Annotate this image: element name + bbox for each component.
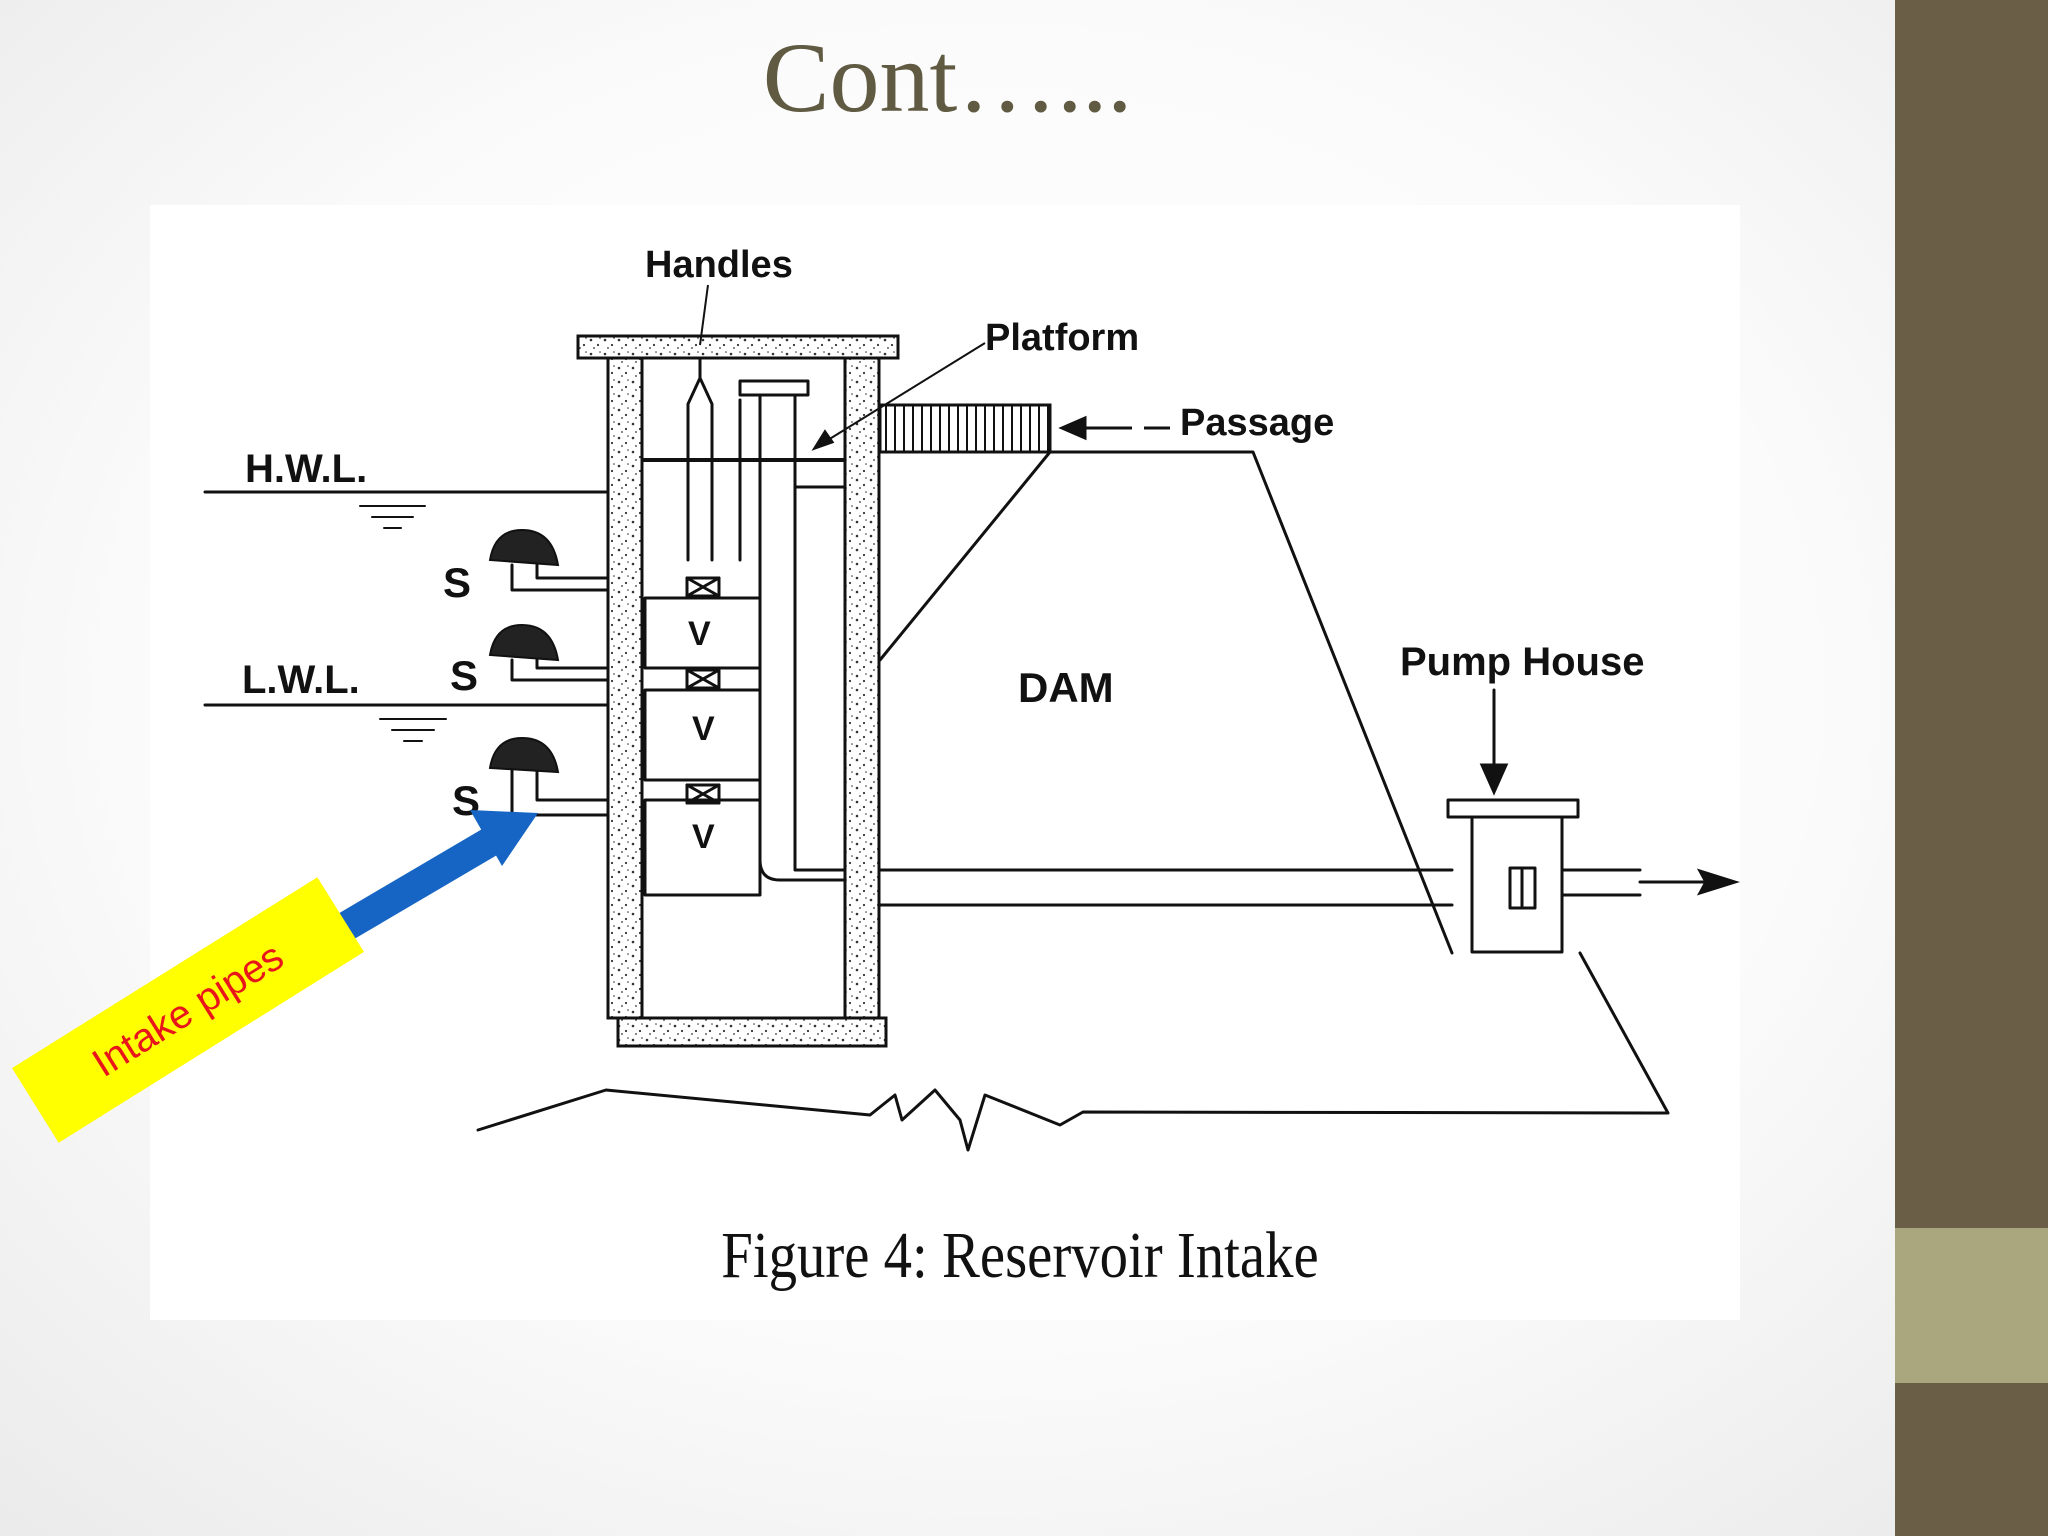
dam-upstream-face (878, 450, 1052, 662)
label-valve-3: V (692, 818, 715, 856)
strainer-dome-2 (488, 623, 560, 662)
figure-panel (150, 205, 1740, 1320)
label-handles: Handles (645, 244, 793, 286)
tower-left-wall (606, 356, 644, 1020)
tower-right-wall (843, 356, 881, 1020)
passage-arrowhead (1058, 415, 1087, 441)
label-strainer-1: S (443, 559, 471, 606)
valve-symbol-1 (685, 576, 721, 598)
tower-base-slab (616, 1016, 888, 1048)
label-valve-1: V (688, 615, 711, 653)
decor-band-middle (1895, 1228, 2048, 1383)
valve-chamber-3 (643, 798, 762, 897)
valve-symbol-3 (685, 783, 721, 805)
strainer-dome-1 (488, 528, 560, 567)
label-lwl: L.W.L. (242, 658, 360, 702)
label-passage: Passage (1180, 402, 1334, 444)
valve-chamber-2 (643, 688, 762, 782)
dam-body (1048, 450, 1454, 955)
passage-bridge (878, 403, 1052, 454)
handle-rods (686, 376, 742, 562)
figure-caption: Figure 4: Reservoir Intake (721, 1219, 1319, 1292)
riser-pipe (758, 393, 850, 882)
label-strainer-2: S (450, 652, 478, 699)
intake-pipe-bottom (510, 768, 610, 817)
intake-pipe-middle (510, 658, 610, 682)
strainer-dome-3 (488, 736, 560, 774)
label-dam: DAM (1018, 664, 1114, 711)
tower-top-slab (576, 334, 900, 360)
ground-line (476, 951, 1670, 1152)
slide-title: Cont…... (762, 22, 1133, 133)
label-hwl: H.W.L. (245, 447, 367, 491)
callout-arrow-shaft (332, 817, 518, 943)
decor-band-bottom (1895, 1383, 2048, 1536)
valve-symbol-2 (685, 668, 721, 690)
callout-box: Intake pipes (12, 877, 364, 1143)
label-platform: Platform (985, 317, 1139, 359)
pump-house-arrowhead (1479, 763, 1509, 796)
intake-pipe-top (510, 563, 610, 592)
valve-chamber-1 (643, 596, 762, 670)
handles-pointer (699, 284, 709, 346)
callout-arrowhead (470, 810, 538, 866)
riser-cap (738, 379, 810, 397)
platform-pointer (814, 342, 986, 449)
label-pump-house: Pump House (1400, 640, 1644, 684)
outlet-arrowhead (1696, 868, 1741, 896)
pump-house-roof (1446, 798, 1580, 819)
decor-band-top (1895, 0, 2048, 1228)
label-valve-2: V (692, 710, 715, 748)
pump-house (1470, 815, 1564, 954)
